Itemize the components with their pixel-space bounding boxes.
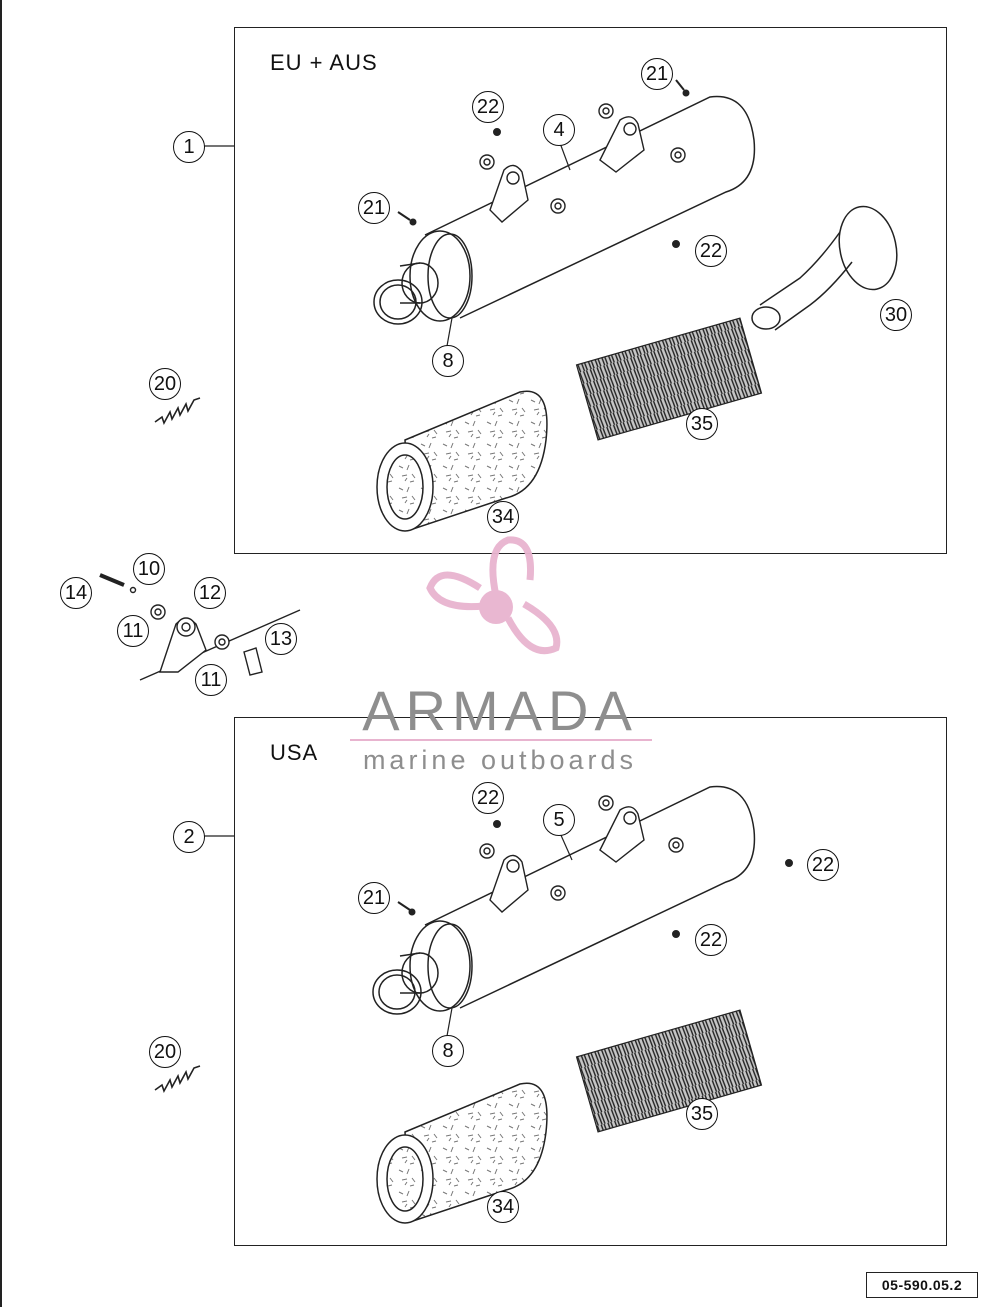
panel-usa [234,717,947,1246]
callout-22: 22 [695,924,727,956]
callout-2: 2 [173,821,205,853]
callout-21: 21 [641,58,673,90]
region-label-usa: USA [270,740,319,765]
callout-11: 11 [117,615,149,647]
panel-eu-aus [234,27,947,554]
muffler-eu-aus [373,95,756,325]
callout-11: 11 [195,664,227,696]
callout-35: 35 [686,1098,718,1130]
callout-35: 35 [686,408,718,440]
page-edge [0,0,2,1307]
mount-brackets-usa [479,795,684,913]
callout-30: 30 [880,299,912,331]
watermark-tagline: marine outboards [362,745,638,775]
callout-10: 10 [133,553,165,585]
header-pipe-eu-aus [751,205,898,331]
callout-22: 22 [472,782,504,814]
callout-34: 34 [487,1191,519,1223]
callout-34: 34 [487,501,519,533]
watermark-rule [350,739,652,741]
callout-8: 8 [432,1035,464,1067]
foam-insert-eu-aus [376,390,548,532]
drawing-reference: 05-590.05.2 [866,1272,978,1298]
callout-12: 12 [194,577,226,609]
callout-1: 1 [173,131,205,163]
watermark-name: ARMADA [362,679,638,742]
callout-21: 21 [358,882,390,914]
small-screws-usa [397,820,793,938]
region-label-eu-aus: EU + AUS [270,50,378,75]
callout-14: 14 [60,577,92,609]
callout-13: 13 [265,623,297,655]
small-screws-eu-aus [397,79,690,248]
armada-logo-icon [426,536,561,655]
foam-insert-usa [376,1082,548,1224]
callout-20: 20 [149,1036,181,1068]
packing-wool-eu-aus [575,317,763,441]
callout-22: 22 [472,91,504,123]
spring-left-top [154,397,201,425]
callout-8: 8 [432,345,464,377]
callout-22: 22 [695,235,727,267]
spring-left-bottom [154,1065,201,1093]
callout-5: 5 [543,804,575,836]
bracket-detail [99,573,301,681]
mount-brackets-eu-aus [479,103,686,223]
callout-21: 21 [358,192,390,224]
callout-20: 20 [149,368,181,400]
leader-lines [203,142,573,1037]
muffler-usa [372,785,756,1015]
callout-4: 4 [543,114,575,146]
callout-22: 22 [807,849,839,881]
packing-wool-usa [575,1009,763,1133]
